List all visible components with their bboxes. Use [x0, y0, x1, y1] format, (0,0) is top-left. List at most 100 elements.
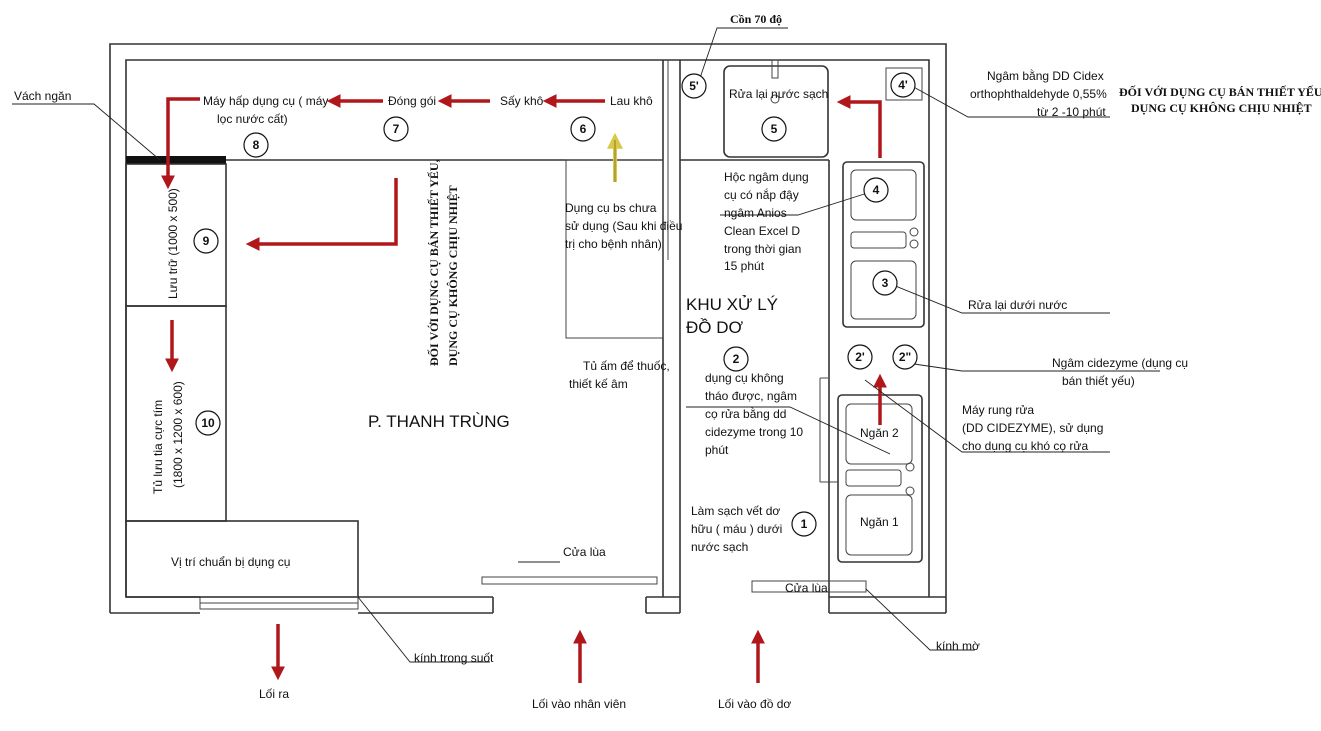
arrow-8-to-9	[161, 97, 200, 190]
leader-lines	[12, 27, 1160, 663]
step-10-number: 10	[201, 416, 215, 430]
marker-2-prime-label: 2'	[855, 350, 865, 364]
marker-2-prime	[847, 344, 873, 370]
arrow-4-to-5	[836, 95, 882, 158]
labels: Cồn 70 độ Ngâm bằng DD Cidex orthophthal…	[14, 12, 1321, 711]
alcohol-label: Cồn 70 độ	[730, 12, 782, 26]
cidezyme-line-2: bán thiết yếu)	[1062, 374, 1135, 388]
step-3-marker	[872, 270, 898, 296]
vibration-line-1: Máy rung rửa	[962, 403, 1034, 417]
step-5-text: Rửa lại nước sạch	[729, 87, 828, 101]
step-9-number: 9	[203, 234, 210, 248]
used-tools-line-1: Dụng cụ bs chưa	[565, 201, 657, 215]
warm-cabinet-line-1: Tủ ấm để thuốc,	[583, 359, 670, 373]
sliding-door-2-label: Cửa lùa	[785, 581, 828, 595]
sliding-door-1-label: Cửa lùa	[563, 545, 606, 559]
step-5-number: 5	[771, 122, 778, 136]
used-tools-line-3: trị cho bệnh nhân)	[565, 237, 662, 251]
step-8-marker	[243, 132, 269, 158]
step-4-marker	[863, 177, 889, 203]
step-7-marker	[383, 116, 409, 142]
step-4-line-2: cụ có nắp đậy	[724, 187, 799, 202]
step-1-marker	[791, 511, 817, 537]
sink-5	[723, 59, 829, 158]
title-right-line-2: DỤNG CỤ KHÔNG CHỊU NHIỆT	[1131, 101, 1312, 115]
processing-area-line-2: ĐỒ DƠ	[686, 318, 744, 337]
step-1-line-3: nước sạch	[691, 540, 748, 554]
sterile-room-label: P. THANH TRÙNG	[368, 412, 510, 431]
step-8-line-1: Máy hấp dụng cụ ( máy	[203, 94, 328, 108]
marker-5-prime-label: 5'	[689, 79, 699, 93]
marker-4-prime	[890, 72, 916, 98]
title-right-line-1: ĐỐI VỚI DỤNG CỤ BÁN THIẾT YẾU,	[1119, 84, 1321, 99]
step-4-line-3: ngâm Anios	[724, 206, 787, 220]
sink-1-label: Ngăn 1	[860, 515, 899, 529]
step-5-marker	[761, 116, 787, 142]
step-6-text: Lau khô	[610, 94, 653, 108]
processing-area-line-1: KHU XỬ LÝ	[686, 295, 778, 314]
step-2-line-5: phút	[705, 443, 729, 457]
used-tools-line-2: sử dụng (Sau khi điều	[565, 219, 682, 233]
step-9-text: Lưu trữ (1000 x 500)	[166, 188, 180, 299]
step-4-line-5: trong thời gian	[724, 242, 801, 256]
step-markers: 1 2 3 4 5 6 7 8 9 10 2' 2" 4' 5'	[193, 72, 918, 537]
step-7-text: Đóng gói	[388, 94, 436, 108]
step-2-line-4: cidezyme trong 10	[705, 425, 803, 439]
step-4-line-6: 15 phút	[724, 259, 765, 273]
title-vertical-line-1: ĐỐI VỚI DỤNG CỤ BÁN THIẾT YẾU,	[426, 159, 441, 366]
step-2-marker	[723, 346, 749, 372]
walls	[109, 43, 947, 614]
flow-arrows	[161, 94, 887, 683]
step-8-number: 8	[253, 138, 260, 152]
step-9-marker	[193, 228, 219, 254]
step-7-number: 7	[393, 122, 400, 136]
step-3-number: 3	[882, 276, 889, 290]
step-6-marker	[570, 116, 596, 142]
vibration-line-2: (DD CIDEZYME), sử dụng	[962, 421, 1103, 435]
right-sinks	[819, 161, 925, 563]
marker-4-prime-label: 4'	[898, 78, 908, 92]
sink-2-label: Ngăn 2	[860, 426, 899, 440]
step-8-line-2: lọc nước cất)	[217, 112, 288, 126]
frosted-glass-label: kính mờ	[936, 639, 980, 653]
cidex-line-1: Ngâm bằng DD Cidex	[987, 68, 1104, 83]
arrow-to-storage	[245, 178, 398, 251]
cidex-line-2: orthophthaldehyde 0,55%	[970, 87, 1107, 101]
marker-2-double-prime	[892, 344, 918, 370]
dirty-entry-label: Lối vào đồ dơ	[718, 697, 791, 711]
sliding-door-1	[481, 576, 658, 585]
title-vertical-line-2: DỤNG CỤ KHÔNG CHỊU NHIỆT	[446, 185, 460, 366]
marker-5-prime	[681, 73, 707, 99]
prep-area-label: Vị trí chuẩn bị dụng cụ	[171, 555, 290, 569]
prep-area	[125, 520, 359, 598]
step-1-number: 1	[801, 517, 808, 531]
box-4-prime	[885, 67, 923, 101]
step-2-line-3: cọ rửa bằng dd	[705, 406, 786, 421]
exit-label: Lối ra	[259, 687, 289, 701]
vibration-line-3: cho dụng cụ khó cọ rửa	[962, 439, 1088, 453]
step-4-number: 4	[873, 183, 880, 197]
step-10-line-2: (1800 x 1200 x 600)	[171, 381, 185, 488]
step-3-text: Rửa lại dưới nước	[968, 298, 1067, 312]
staff-entry-label: Lối vào nhân viên	[532, 697, 626, 711]
step-2-number: 2	[733, 352, 740, 366]
step-6-number: 6	[580, 122, 587, 136]
partition-label: Vách ngăn	[14, 89, 71, 103]
cidex-line-3: từ 2 -10 phút	[1037, 105, 1106, 119]
step-10-marker	[195, 410, 221, 436]
step-2-line-2: tháo được, ngâm	[705, 389, 797, 403]
partition-wall	[126, 156, 226, 164]
sliding-door-2	[751, 580, 867, 593]
clear-glass-label: kính trong suốt	[414, 651, 494, 665]
step-4-line-1: Hộc ngâm dụng	[724, 170, 809, 184]
marker-2-double-prime-label: 2"	[899, 350, 911, 364]
step-10-line-1: Tủ lưu tia cực tím	[151, 400, 165, 494]
step-1-line-1: Làm sạch vết dơ	[691, 504, 780, 518]
step-1-line-2: hữu ( máu ) dưới	[691, 522, 782, 536]
cidezyme-line-1: Ngâm cidezyme (dụng cụ	[1052, 356, 1188, 370]
step-4-line-4: Clean Excel D	[724, 224, 800, 238]
warm-cabinet-line-2: thiết kế âm	[569, 377, 628, 391]
step-2-line-1: dụng cụ không	[705, 371, 784, 385]
drying-label: Sấy khô	[500, 94, 544, 108]
